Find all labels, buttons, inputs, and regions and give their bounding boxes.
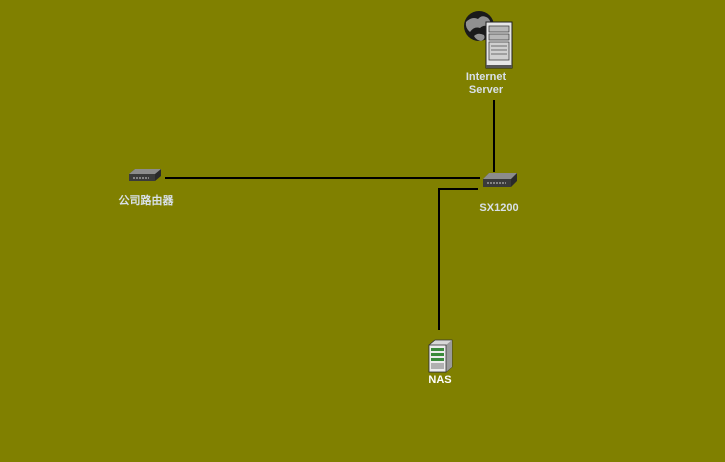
switch-icon bbox=[483, 173, 517, 187]
router-icon bbox=[129, 169, 161, 181]
node-sx1200[interactable] bbox=[481, 170, 519, 190]
label-internet-line2: Server bbox=[468, 84, 504, 96]
label-internet-line1: Internet bbox=[465, 71, 507, 83]
label-sx1200: SX1200 bbox=[479, 202, 519, 214]
globe-server-icon bbox=[464, 11, 513, 69]
label-company-router: 公司路由器 bbox=[118, 195, 174, 207]
label-nas: NAS bbox=[428, 374, 452, 386]
link-sx1200-nas bbox=[438, 188, 478, 330]
node-nas[interactable] bbox=[427, 339, 453, 373]
node-company-router[interactable] bbox=[127, 166, 163, 184]
label-internet-server: Internet Server bbox=[456, 71, 516, 97]
nas-server-icon bbox=[428, 339, 453, 373]
node-internet-server[interactable] bbox=[462, 10, 516, 70]
